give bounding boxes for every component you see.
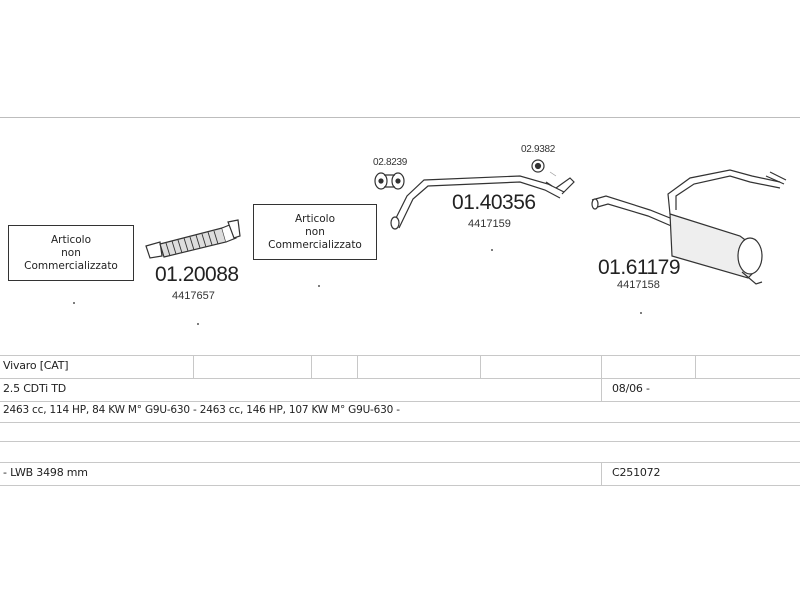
part-number-gasket[interactable]: 02.9382 xyxy=(521,144,556,155)
marker-dot xyxy=(73,302,75,304)
exhaust-diagram xyxy=(145,159,787,285)
table-column-line xyxy=(311,356,312,378)
table-line xyxy=(0,441,800,442)
body-wheelbase: - LWB 3498 mm xyxy=(3,466,88,479)
marker-dot xyxy=(197,323,199,325)
table-column-line xyxy=(601,356,602,401)
marker-dot xyxy=(318,285,320,287)
oem-ref-rear-silencer: 4417158 xyxy=(617,279,660,291)
not-sold-line-3: Commercializzato xyxy=(268,238,362,251)
not-sold-line-2: non xyxy=(61,246,81,259)
oem-ref-intermediate-pipe: 4417159 xyxy=(468,218,511,230)
top-border xyxy=(0,117,800,118)
table-column-line xyxy=(695,356,696,378)
guide-lines xyxy=(549,171,557,177)
vehicle-model: Vivaro [CAT] xyxy=(3,359,69,372)
part-number-rear-silencer[interactable]: 01.61179 xyxy=(598,256,681,279)
table-line xyxy=(0,355,800,356)
part-number-intermediate-pipe[interactable]: 01.40356 xyxy=(452,191,536,214)
front-flex-pipe-drawing xyxy=(145,219,241,259)
not-sold-line-1: Articolo xyxy=(294,212,336,225)
part-number-front-pipe[interactable]: 01.20088 xyxy=(155,263,239,286)
rear-silencer-drawing xyxy=(591,169,787,285)
table-line xyxy=(0,401,800,402)
table-column-line xyxy=(601,463,602,485)
production-date: 08/06 - xyxy=(612,382,650,395)
oem-ref-front-pipe: 4417657 xyxy=(172,290,215,302)
table-line xyxy=(0,422,800,423)
not-sold-line-1: Articolo xyxy=(50,233,92,246)
table-column-line xyxy=(357,356,358,378)
gasket-drawing xyxy=(531,159,545,173)
table-column-line xyxy=(480,356,481,378)
table-line xyxy=(0,378,800,379)
table-line xyxy=(0,462,800,463)
not-sold-box-middle: Articolo non Commercializzato xyxy=(253,204,377,260)
clamp-drawing xyxy=(374,172,405,190)
part-number-clamp[interactable]: 02.8239 xyxy=(373,157,408,168)
not-sold-box-left: Articolo non Commercializzato xyxy=(8,225,134,281)
not-sold-line-3: Commercializzato xyxy=(24,259,118,272)
engine-specs: 2463 cc, 114 HP, 84 KW M° G9U-630 - 2463… xyxy=(3,404,400,416)
not-sold-line-2: non xyxy=(305,225,325,238)
engine-version: 2.5 CDTi TD xyxy=(3,382,67,395)
table-column-line xyxy=(193,356,194,378)
table-line xyxy=(0,485,800,486)
catalog-code: C251072 xyxy=(612,466,661,479)
marker-dot xyxy=(640,312,642,314)
marker-dot xyxy=(491,249,493,251)
intermediate-pipe-drawing xyxy=(390,175,575,230)
